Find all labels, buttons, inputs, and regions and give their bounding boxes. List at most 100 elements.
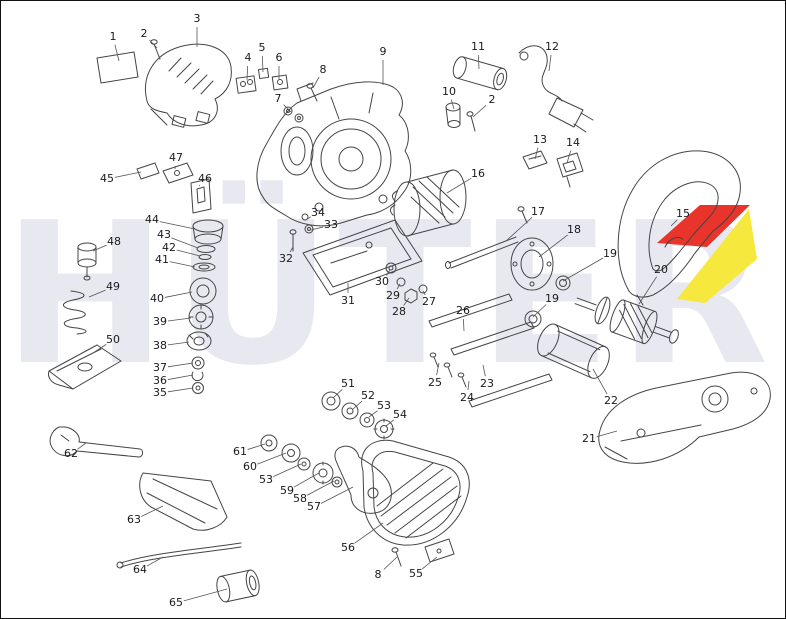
part-label-9: 9: [379, 44, 387, 58]
part-label-56: 56: [341, 540, 355, 554]
part-label-65: 65: [169, 595, 183, 609]
part-label-35: 35: [153, 385, 167, 399]
part-label-14: 14: [566, 135, 580, 149]
part-label-21: 21: [582, 431, 596, 445]
part-label-10: 10: [442, 84, 456, 98]
small-screws-mid: [289, 213, 314, 252]
part-label-31: 31: [341, 293, 355, 307]
part-label-61: 61: [233, 444, 247, 458]
belt-cover: [361, 439, 470, 546]
part-label-26: 26: [456, 303, 470, 317]
part-label-41: 41: [155, 252, 169, 266]
part-label-57: 57: [307, 499, 321, 513]
part-label-49: 49: [106, 279, 120, 293]
part-label-53: 53: [377, 398, 391, 412]
pulley-stack: [321, 391, 395, 440]
part-label-16: 16: [471, 166, 485, 180]
logo-yellow-shape: [677, 209, 757, 303]
rear-handle: [617, 150, 741, 306]
part-label-43: 43: [157, 227, 171, 241]
part-label-44: 44: [145, 212, 159, 226]
part-label-30: 30: [375, 274, 389, 288]
armature: [574, 296, 679, 345]
blade-set: [428, 293, 553, 408]
main-housing: [256, 81, 412, 227]
part-label-63: 63: [127, 512, 141, 526]
part-label-2: 2: [488, 92, 496, 106]
part-label-42: 42: [162, 240, 176, 254]
part-label-23: 23: [480, 376, 494, 390]
part-label-11: 11: [471, 39, 485, 53]
part-label-28: 28: [392, 304, 406, 318]
guide-rod: [116, 542, 242, 569]
part-label-18: 18: [567, 222, 581, 236]
part-label-62: 62: [64, 446, 78, 460]
part-label-5: 5: [258, 40, 266, 54]
part-label-54: 54: [393, 407, 407, 421]
long-bolts: [445, 206, 528, 269]
top-cover: [145, 43, 232, 128]
stator: [389, 169, 467, 237]
part-label-33: 33: [324, 217, 338, 231]
part-label-22: 22: [604, 393, 618, 407]
leader-lines: [77, 27, 678, 602]
front-knob: [77, 242, 97, 281]
blade-drum: [537, 323, 610, 379]
part-label-45: 45: [100, 171, 114, 185]
part-label-58: 58: [293, 491, 307, 505]
cover-plate: [424, 538, 455, 563]
spring: [63, 290, 87, 335]
wrench: [49, 426, 143, 458]
part-label-46: 46: [198, 171, 212, 185]
part-label-4: 4: [244, 50, 252, 64]
mount-brackets: [136, 162, 212, 214]
part-label-37: 37: [153, 360, 167, 374]
part-label-25: 25: [428, 375, 442, 389]
part-label-12: 12: [545, 39, 559, 53]
part-label-60: 60: [243, 459, 257, 473]
part-label-2: 2: [140, 26, 148, 40]
part-label-13: 13: [533, 132, 547, 146]
part-label-53: 53: [259, 472, 273, 486]
part-label-50: 50: [106, 332, 120, 346]
washer-pair: [283, 106, 304, 123]
part-label-29: 29: [386, 288, 400, 302]
front-grip: [452, 56, 508, 91]
part-label-8: 8: [319, 62, 327, 76]
part-label-64: 64: [133, 562, 147, 576]
part-label-19: 19: [603, 246, 617, 260]
part-label-7: 7: [274, 91, 282, 105]
part-label-27: 27: [422, 294, 436, 308]
part-label-15: 15: [676, 206, 690, 220]
brand-logo: [657, 205, 757, 303]
part-label-17: 17: [531, 204, 545, 218]
part-label-32: 32: [279, 251, 293, 265]
part-label-51: 51: [341, 376, 355, 390]
part-label-40: 40: [150, 291, 164, 305]
cord-clamp: [445, 102, 476, 132]
dust-bag: [139, 472, 228, 531]
logo-red-shape: [657, 205, 750, 247]
part-label-52: 52: [361, 388, 375, 402]
washer-gear-stack: [260, 434, 343, 488]
power-cord: [518, 45, 594, 133]
part-label-55: 55: [409, 566, 423, 580]
chip-deflector: [302, 219, 423, 296]
screw-8b: [391, 547, 402, 567]
part-label-48: 48: [107, 234, 121, 248]
part-label-3: 3: [193, 11, 201, 25]
part-label-20: 20: [654, 262, 668, 276]
part-label-34: 34: [311, 205, 325, 219]
part-label-19: 19: [545, 291, 559, 305]
part-label-47: 47: [169, 150, 183, 164]
roller: [216, 569, 260, 603]
part-label-6: 6: [275, 50, 283, 64]
part-label-38: 38: [153, 338, 167, 352]
part-label-8: 8: [374, 567, 382, 581]
planer-base: [598, 371, 771, 464]
part-label-59: 59: [280, 483, 294, 497]
part-label-39: 39: [153, 314, 167, 328]
